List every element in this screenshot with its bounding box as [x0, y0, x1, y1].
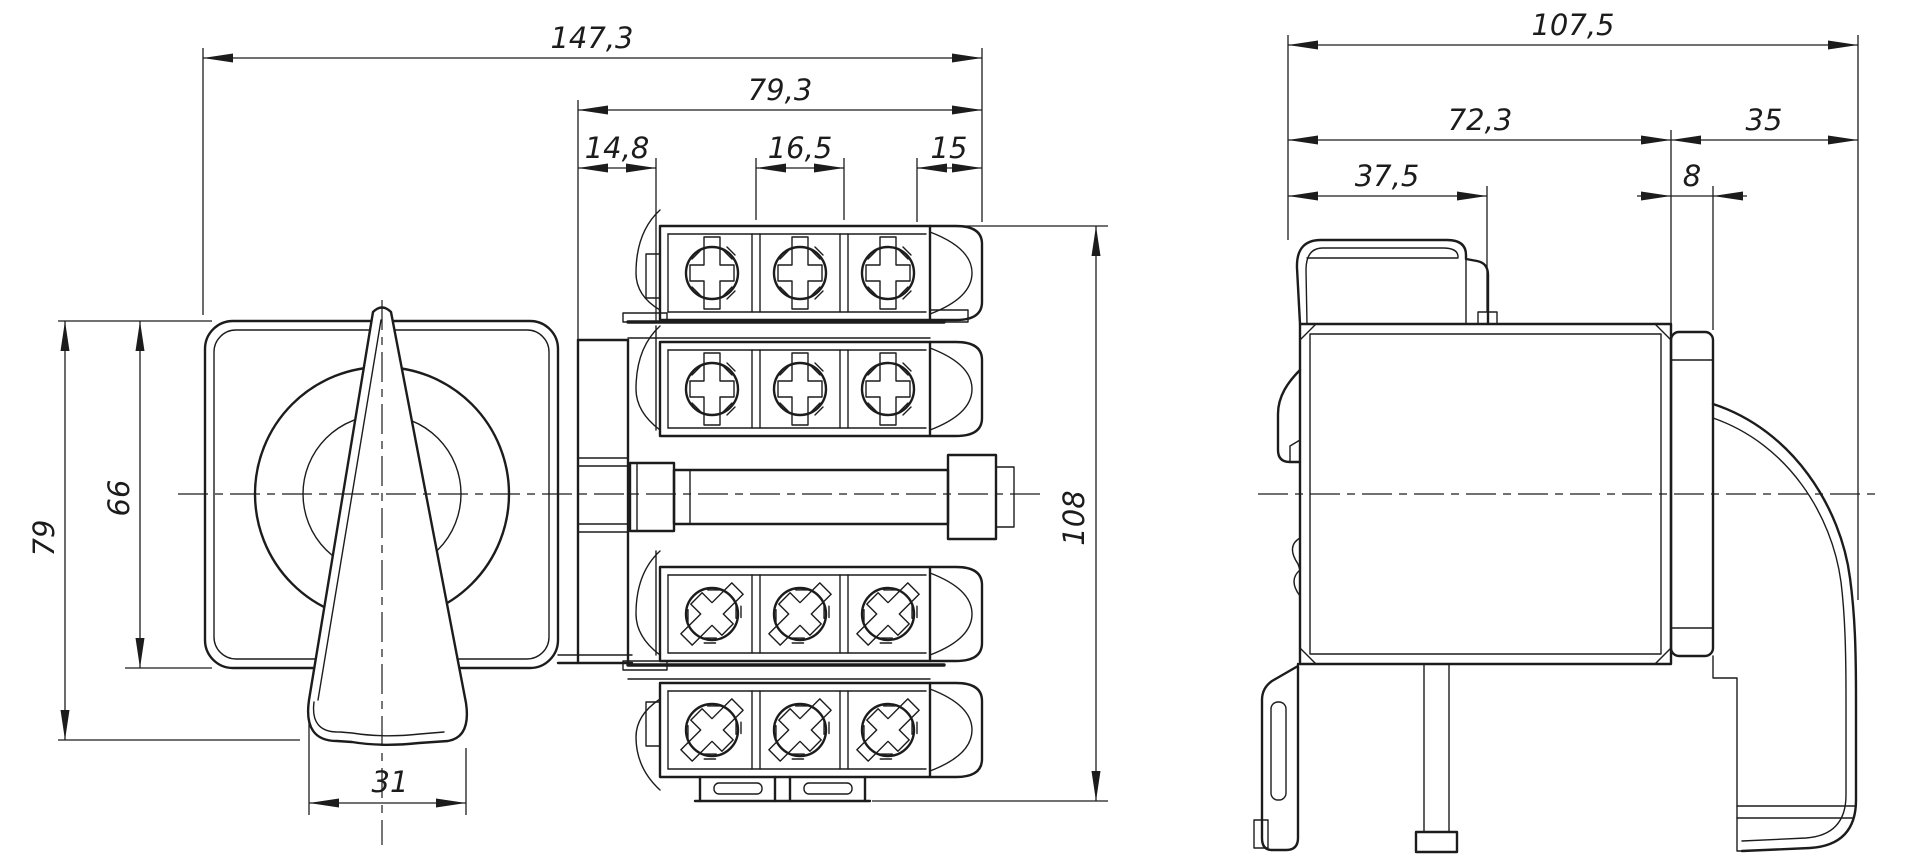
- dim-din-clip-label: 37,5: [1355, 159, 1420, 193]
- bottom-tab: [1414, 663, 1459, 854]
- side-handle: [1711, 402, 1858, 853]
- side-view: 107,5 72,3 35 37,5 8: [1253, 8, 1880, 854]
- dim-flange-thickness-label: 8: [1683, 159, 1701, 193]
- dim-side-body-depth-label: 72,3: [1448, 103, 1513, 137]
- terminal-row: [635, 325, 984, 438]
- dim-terminal-pitch-label: 16,5: [768, 131, 833, 165]
- dim-terminal-back-label: 15: [931, 131, 968, 165]
- dim-handle-width-label: 31: [372, 765, 409, 799]
- dim-terminal-front-label: 14,8: [585, 131, 650, 165]
- terminal-row: [635, 681, 984, 791]
- dim-body-depth-label: 79,3: [748, 73, 813, 107]
- dim-flange-height-label: 66: [102, 480, 136, 517]
- terminal-row: [635, 550, 984, 663]
- terminal-strips: [622, 309, 969, 680]
- drive-shaft: [628, 453, 1015, 541]
- dim-overall-width-label: 147,3: [550, 21, 633, 55]
- dim-front-assembly-label: 35: [1746, 103, 1783, 137]
- din-clip-left-hook: [1276, 368, 1302, 597]
- dim-flange-to-handle-label: 79: [27, 520, 61, 557]
- side-body: [1298, 311, 1673, 666]
- din-clip-bottom: [1253, 662, 1300, 852]
- terminal-row: [635, 209, 984, 322]
- mounting-feet: [693, 775, 872, 803]
- din-clip-top: [1295, 238, 1490, 326]
- terminal-screw: [668, 570, 756, 658]
- dim-body-height-label: 108: [1057, 490, 1091, 545]
- body-front-bracket: [556, 338, 634, 665]
- terminal-screw: [684, 235, 740, 311]
- front-dimensions: 147,3 79,3 14,8 16,5 15 79 66 31 108: [27, 21, 1101, 808]
- selector-handle: [306, 306, 469, 746]
- dim-overall-depth-label: 107,5: [1531, 8, 1614, 42]
- side-dimensions: 107,5 72,3 35 37,5 8: [1288, 8, 1858, 201]
- front-view: 147,3 79,3 14,8 16,5 15 79 66 31 108: [27, 21, 1108, 845]
